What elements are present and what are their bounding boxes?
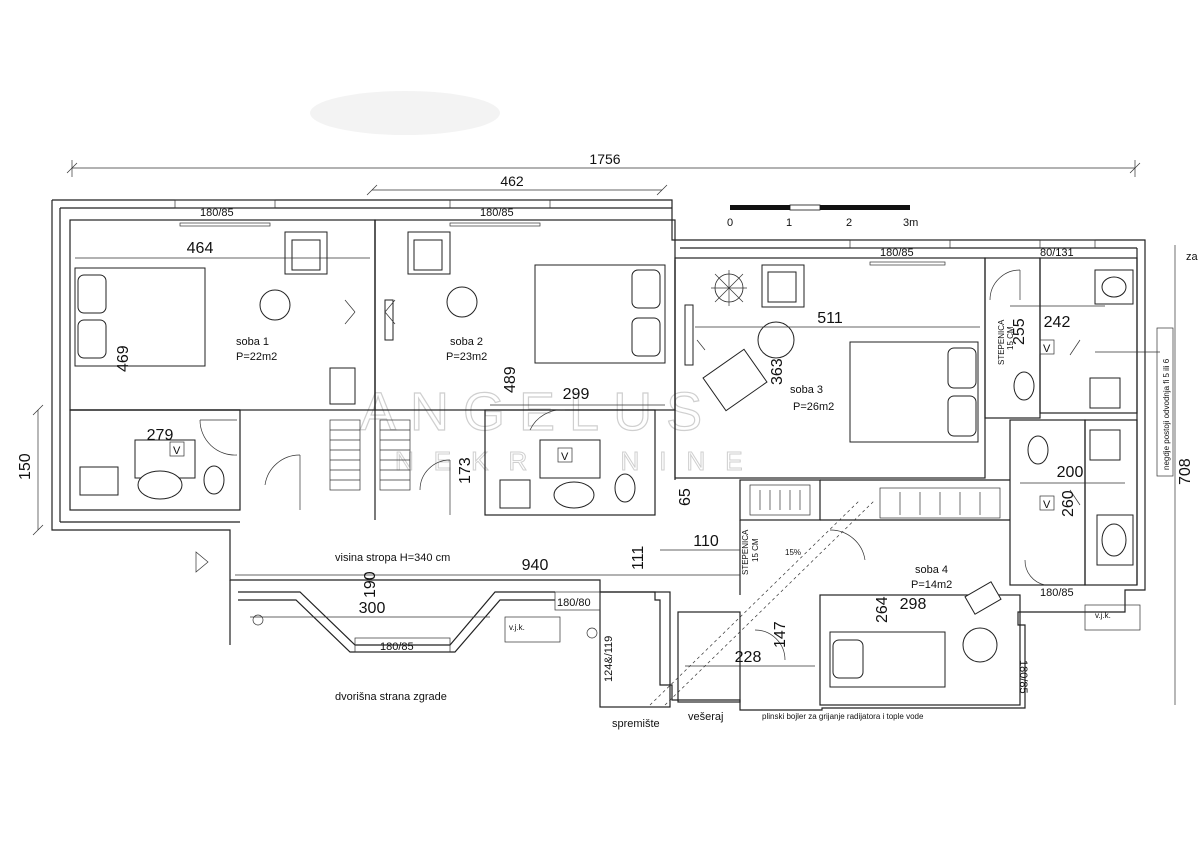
room2-label: soba 2: [450, 336, 483, 348]
svg-text:STEPENICA: STEPENICA: [741, 529, 750, 575]
svg-text:V: V: [1043, 499, 1051, 511]
room4-area: P=14m2: [911, 579, 952, 591]
dim-balcony-width: 300: [359, 600, 386, 617]
left-height-dimension: 150: [17, 404, 44, 536]
window-label-8: 180/85: [1017, 660, 1029, 694]
dim-hall-width: 940: [522, 557, 549, 574]
boiler-note: plinski bojler za grijanje radijatora i …: [762, 712, 924, 721]
window-label-3: 180/85: [880, 247, 914, 259]
storage-label: spremište: [612, 718, 660, 730]
edge-letters: za: [1186, 251, 1199, 263]
balcony: [238, 591, 1141, 653]
svg-text:STEPENICA: STEPENICA: [997, 319, 1006, 365]
room4-label: soba 4: [915, 564, 948, 576]
dim-d264: 264: [874, 596, 891, 623]
dim-bath1-width: 279: [147, 427, 174, 444]
svg-text:V: V: [1043, 343, 1051, 355]
watermark-brand: ANGELUS: [360, 382, 716, 442]
closet-hatch: [329, 419, 411, 491]
dim-d147: 147: [772, 621, 789, 648]
blurred-label: [310, 91, 500, 135]
dim-corridor-height: 255: [1011, 318, 1028, 345]
room3-label: soba 3: [790, 384, 823, 396]
dim-right-height: 708: [1177, 458, 1194, 485]
svg-text:V: V: [561, 451, 569, 463]
svg-text:V: V: [173, 445, 181, 457]
dim-hall-depth: 190: [362, 571, 379, 598]
vjk-label-2: v.j.k.: [1095, 611, 1111, 620]
vjk-label-1: v.j.k.: [509, 623, 525, 632]
room1-furniture: [74, 231, 356, 510]
svg-text:15%: 15%: [785, 548, 801, 557]
svg-text:3m: 3m: [903, 217, 918, 229]
dim-room1-width: 464: [187, 240, 214, 257]
svg-text:15 CM: 15 CM: [751, 538, 760, 562]
plant-icon: [711, 270, 747, 306]
dim-d228: 228: [735, 649, 762, 666]
dim-room1-height: 469: [115, 345, 132, 372]
dim-bath2-width: 299: [563, 386, 590, 403]
svg-text:150: 150: [17, 453, 34, 480]
right-bathrooms: [989, 269, 1160, 586]
dim-room3-width: 511: [817, 310, 843, 327]
hallway-details: [195, 484, 1002, 706]
dim-d111: 111: [630, 546, 647, 570]
svg-text:1756: 1756: [589, 151, 620, 167]
window-label-1: 180/85: [200, 207, 234, 219]
window-label-7: 180/85: [1040, 587, 1074, 599]
svg-text:2: 2: [846, 217, 852, 229]
interior-walls: [69, 219, 1138, 708]
courtyard-label: dvorišna strana zgrade: [335, 691, 447, 703]
dim-bath4-width: 200: [1057, 464, 1084, 481]
dim-bath2-height: 173: [457, 457, 474, 484]
dim-d1248: 124&/119: [603, 636, 615, 682]
svg-text:0: 0: [727, 217, 733, 229]
exterior-walls: [51, 199, 1146, 711]
laundry-label: vešeraj: [688, 711, 723, 723]
room1-area: P=22m2: [236, 351, 277, 363]
room3-furniture: [684, 264, 979, 443]
scale-bar: 0 1 2 3m: [727, 204, 918, 229]
room1-label: soba 1: [236, 336, 269, 348]
svg-text:462: 462: [500, 173, 524, 189]
svg-text:15 CM: 15 CM: [1006, 326, 1015, 350]
room3-area: P=26m2: [793, 401, 834, 413]
ceiling-height-note: visina stropa H=340 cm: [335, 552, 450, 564]
dim-d65: 65: [677, 488, 694, 506]
top-segment-dimension: 462: [366, 173, 668, 196]
room2-area: P=23m2: [446, 351, 487, 363]
dim-bath4-height: 260: [1060, 490, 1077, 517]
dim-corridor-width: 242: [1044, 314, 1071, 331]
dim-room3-height: 363: [769, 358, 786, 385]
total-width-dimension: 1756: [66, 151, 1141, 177]
svg-text:1: 1: [786, 217, 792, 229]
top-windows: [174, 199, 1096, 266]
dim-room2-height: 489: [502, 366, 519, 393]
window-label-6: 180/80: [557, 597, 591, 609]
window-label-2: 180/85: [480, 207, 514, 219]
chimney-note: negdje postoji odvodnja fi 5 ili 6: [1162, 358, 1171, 470]
room2-furniture: [384, 231, 666, 515]
dim-d110: 110: [693, 533, 719, 550]
window-label-4: 80/131: [1040, 247, 1074, 259]
window-label-5: 180/85: [380, 641, 414, 653]
dim-d298: 298: [900, 596, 927, 613]
